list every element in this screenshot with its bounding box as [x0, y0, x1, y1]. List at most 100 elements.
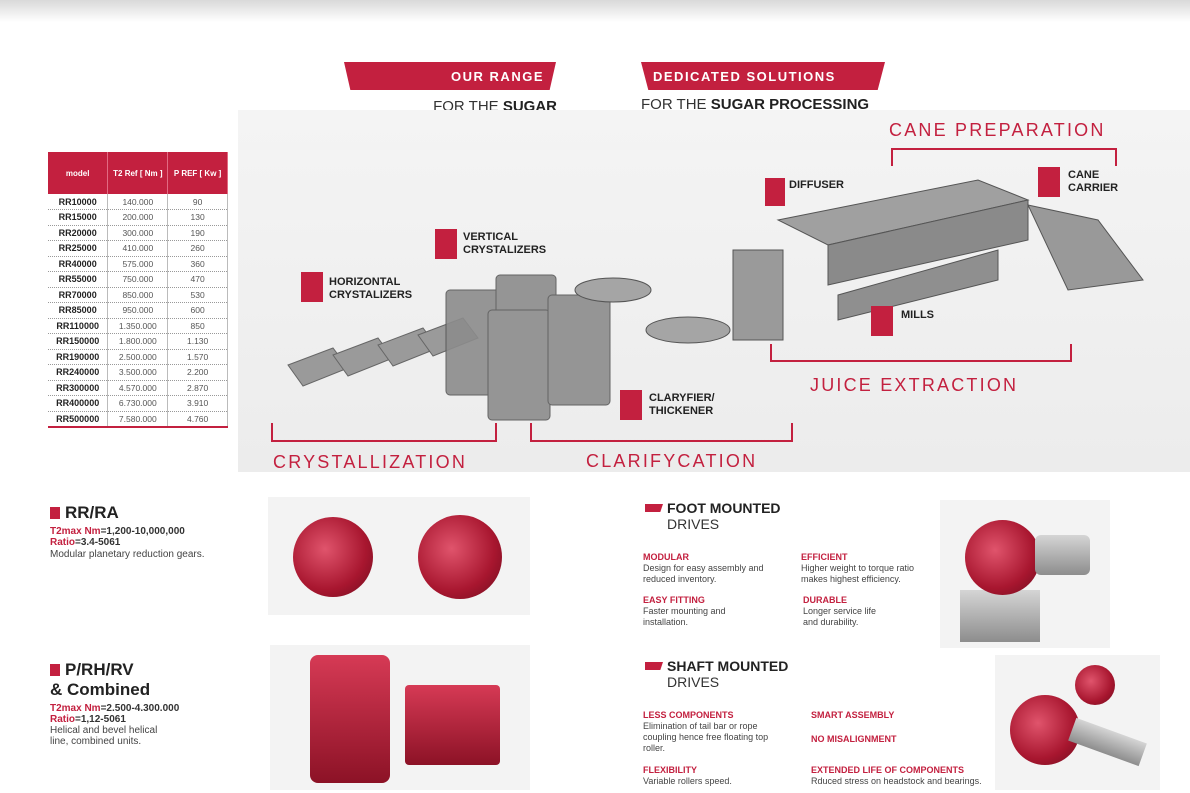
model-cell: RR85000 [48, 302, 109, 319]
torque-cell: 850.000 [107, 287, 169, 303]
dedicated-solutions-subtitle: FOR THE SUGAR PROCESSING [641, 96, 870, 113]
diffuser-marker [765, 178, 785, 206]
cane-preparation-bracket [891, 148, 1117, 166]
shaft-gear-icon [1010, 695, 1080, 765]
crystallization-label: CRYSTALLIZATION [273, 452, 468, 472]
mills-marker [871, 306, 893, 336]
horizontal-crystalizers-marker [301, 272, 323, 302]
model-cell: RR400000 [48, 395, 109, 412]
model-cell: RR10000 [48, 194, 109, 210]
power-cell: 90 [167, 194, 228, 210]
mills-unit [837, 249, 999, 321]
power-cell: 3.910 [167, 395, 228, 412]
foot-base-icon [960, 590, 1040, 642]
p-rh-rv-torque-spec: T2max Nm=2.500-4.300.000 [50, 703, 180, 714]
ribbon-bullet-icon [645, 504, 663, 512]
foot-mounted-title: FOOT MOUNTED [645, 500, 781, 516]
dedicated-solutions-title: DEDICATED SOLUTIONS [653, 68, 836, 84]
vertical-crystalizer-tank [547, 294, 611, 406]
cane-preparation-label: CANE PREPARATION [889, 120, 1106, 140]
model-cell: RR70000 [48, 287, 109, 303]
rr-ra-product-block: RR/RA T2max Nm=1,200-10,000,000 Ratio=3.… [50, 503, 205, 560]
crystallization-bracket [271, 423, 497, 442]
torque-cell: 2.500.000 [107, 349, 169, 365]
power-cell: 470 [167, 271, 228, 288]
torque-cell: 950.000 [107, 302, 169, 319]
rr-ra-product-image [268, 497, 530, 615]
power-cell: 600 [167, 302, 228, 319]
power-cell: 530 [167, 287, 228, 303]
cane-carrier-unit [1027, 204, 1144, 291]
rr-ra-ratio-spec: Ratio=3.4-5061 [50, 537, 121, 548]
model-cell: RR25000 [48, 240, 109, 257]
torque-cell: 750.000 [107, 271, 169, 288]
torque-cell: 1.800.000 [107, 333, 169, 350]
power-cell: 2.870 [167, 380, 228, 396]
model-spec-table: model T2 Ref [ Nm ] P REF [ Kw ] RR10000… [48, 152, 228, 428]
rr-ra-title: RR/RA [50, 503, 205, 523]
model-cell: RR15000 [48, 209, 109, 226]
model-cell: RR20000 [48, 225, 109, 241]
power-cell: 1.130 [167, 333, 228, 350]
shaft-mounted-subtitle: DRIVES [667, 674, 720, 690]
torque-cell: 300.000 [107, 225, 169, 241]
square-bullet-icon [50, 507, 60, 519]
planetary-gear-icon [293, 517, 373, 597]
power-cell: 360 [167, 256, 228, 272]
power-cell: 850 [167, 318, 228, 334]
power-cell: 130 [167, 209, 228, 226]
torque-cell: 575.000 [107, 256, 169, 272]
model-cell: RR500000 [48, 411, 109, 428]
mills-label: MILLS [901, 309, 934, 321]
rr-ra-description: Modular planetary reduction gears. [50, 549, 205, 560]
torque-cell: 200.000 [107, 209, 169, 226]
shaft-mounted-header: SHAFT MOUNTED DRIVES [645, 658, 788, 690]
clarifycation-label: CLARIFYCATION [586, 451, 758, 471]
vertical-crystalizers-marker [435, 229, 457, 259]
model-cell: RR40000 [48, 256, 109, 272]
shaft-motor-icon [1075, 665, 1115, 705]
p-rh-rv-description-2: line, combined units. [50, 736, 142, 747]
model-cell: RR150000 [48, 333, 109, 350]
horizontal-crystalizers-label: HORIZONTAL CRYSTALIZERS [329, 276, 413, 301]
col-model: model [48, 152, 109, 194]
ribbon-bullet-icon [645, 662, 663, 670]
sugar-plant-illustration [238, 110, 1190, 472]
diffuser-body [827, 199, 1029, 286]
p-rh-rv-description-1: Helical and bevel helical [50, 725, 158, 736]
clarifier-label: CLARYFIER/ THICKENER [649, 392, 715, 417]
clarifier-marker [620, 390, 642, 420]
model-cell: RR55000 [48, 271, 109, 288]
shaft-mounted-image [995, 655, 1160, 790]
torque-cell: 6.730.000 [107, 395, 169, 412]
plant-drawing [287, 179, 1144, 421]
clarifier-tank-top [574, 277, 652, 303]
model-cell: RR110000 [48, 318, 109, 334]
vertical-crystalizers-label: VERTICAL CRYSTALIZERS [463, 231, 547, 256]
power-cell: 260 [167, 240, 228, 257]
diffuser-building [732, 249, 784, 341]
dedicated-solutions-ribbon: DEDICATED SOLUTIONS [641, 62, 885, 90]
foot-mounted-subtitle: DRIVES [667, 516, 720, 532]
torque-cell: 140.000 [107, 194, 169, 210]
helical-gear-box-icon [405, 685, 500, 765]
model-cell: RR300000 [48, 380, 109, 396]
juice-extraction-bracket [770, 344, 1072, 362]
